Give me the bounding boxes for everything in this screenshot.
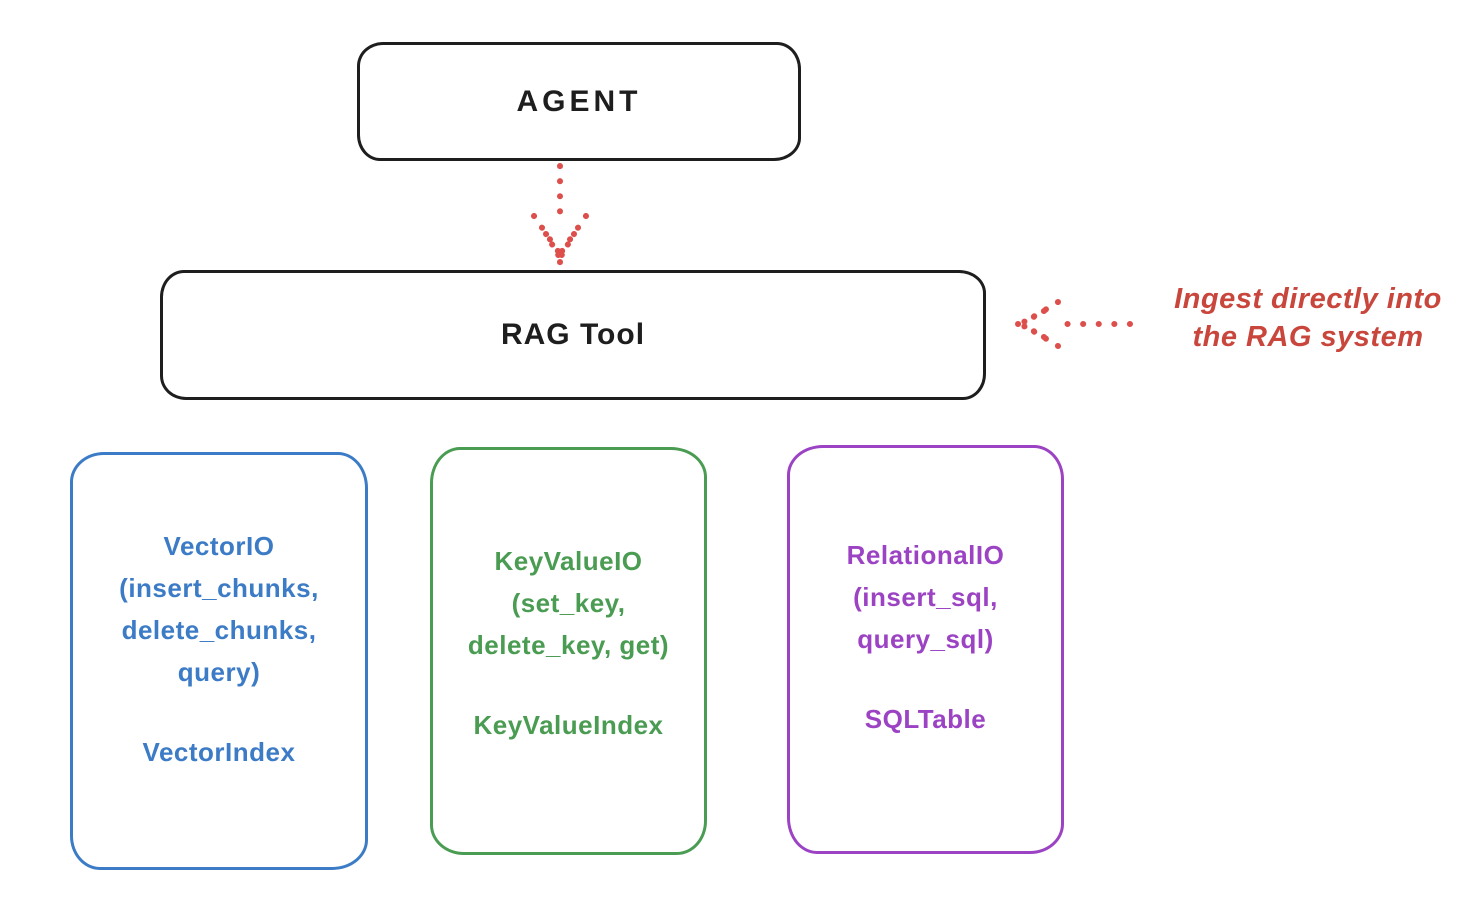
rag-tool-node: RAG Tool — [160, 270, 986, 400]
annotation-ingest: Ingest directly into the RAG system — [1138, 280, 1478, 356]
annotation-line-2: the RAG system — [1192, 321, 1424, 353]
io-line: VectorIO — [163, 531, 275, 561]
relational-io-label: RelationalIO (insert_sql, query_sql) — [790, 534, 1061, 660]
agent-node: AGENT — [357, 42, 801, 161]
io-line: query_sql) — [857, 624, 994, 654]
io-line: delete_chunks, — [121, 615, 317, 645]
sql-table-label: SQLTable — [864, 704, 987, 734]
keyvalue-index-label: KeyValueIndex — [473, 710, 664, 740]
vector-io-label: VectorIO (insert_chunks, delete_chunks, … — [73, 525, 365, 693]
keyvalue-io-node: KeyValueIO (set_key, delete_key, get) Ke… — [430, 447, 707, 855]
io-line: (insert_sql, — [853, 582, 998, 612]
io-line: delete_key, get) — [467, 630, 670, 660]
io-line: (set_key, — [511, 588, 626, 618]
dotted-arrow-left-icon — [1015, 299, 1133, 349]
vector-io-node: VectorIO (insert_chunks, delete_chunks, … — [70, 452, 368, 870]
io-line: (insert_chunks, — [119, 573, 319, 603]
agent-label: AGENT — [516, 84, 642, 118]
relational-io-node: RelationalIO (insert_sql, query_sql) SQL… — [787, 445, 1064, 854]
io-line: KeyValueIO — [494, 546, 643, 576]
annotation-line-1: Ingest directly into — [1174, 283, 1442, 315]
io-line: query) — [177, 657, 261, 687]
io-line: RelationalIO — [846, 540, 1005, 570]
vector-index-label: VectorIndex — [142, 737, 296, 767]
rag-tool-label: RAG Tool — [500, 318, 646, 351]
keyvalue-io-label: KeyValueIO (set_key, delete_key, get) — [433, 540, 704, 666]
dotted-arrow-down-icon — [531, 163, 589, 266]
